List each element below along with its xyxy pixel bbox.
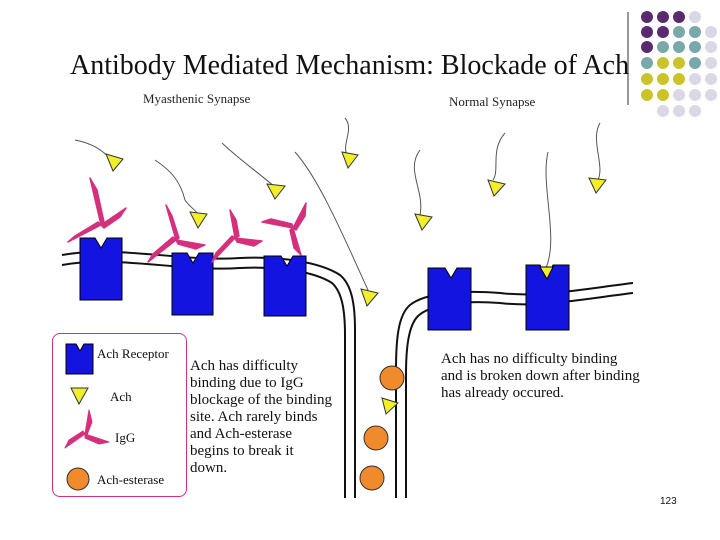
ach-esterase-icon: [66, 467, 90, 491]
normal-synapse-label: Normal Synapse: [449, 94, 536, 109]
ach-molecule: [588, 177, 607, 194]
page-number: 123: [660, 496, 677, 507]
ach-esterase: [379, 365, 405, 391]
ach-molecule: [189, 211, 208, 230]
ach-receptor: [263, 255, 307, 317]
ach-molecule: [414, 213, 433, 231]
igg-icon: [64, 409, 110, 449]
ach-receptor: [79, 237, 123, 301]
page-title: Antibody Mediated Mechanism: Blockade of…: [70, 50, 630, 81]
ach-icon: [70, 387, 89, 406]
myasthenic-description: Ach has difficulty binding due to IgG bl…: [190, 358, 342, 477]
ach-receptors-myasthenic: [79, 237, 307, 317]
legend-igg-label: IgG: [115, 430, 136, 445]
ach-esterase: [359, 465, 385, 491]
ach-molecule: [341, 151, 359, 170]
ach-molecule: [360, 288, 379, 307]
igg-antibody: [67, 177, 127, 243]
igg-antibody: [147, 204, 206, 263]
bound-ach: [539, 266, 554, 281]
ach-esterase-molecules: [359, 365, 405, 491]
igg-antibodies: [67, 177, 307, 263]
legend-box: Ach Receptor Ach IgG Ach-esterase: [52, 333, 187, 497]
legend-icons: [64, 343, 110, 491]
ach-molecules: [105, 151, 607, 415]
ach-receptor: [427, 267, 472, 331]
ach-esterase: [363, 425, 389, 451]
ach-molecule: [266, 183, 286, 200]
ach-molecule: [487, 179, 506, 197]
legend-ach-label: Ach: [110, 389, 132, 404]
myasthenic-synapse-label: Myasthenic Synapse: [143, 91, 251, 106]
igg-antibody: [261, 202, 307, 256]
ach-molecule: [105, 153, 124, 172]
igg-antibody: [211, 209, 263, 263]
decorative-dot-grid: [641, 11, 717, 117]
ach-molecule: [381, 397, 399, 415]
legend-esterase-label: Ach-esterase: [97, 472, 165, 487]
ach-receptor-icon: [65, 343, 94, 375]
normal-description: Ach has no difficulty binding and is bro…: [441, 351, 653, 402]
ach-trails: [74, 117, 601, 291]
ach-receptors-normal: [427, 264, 570, 331]
legend-receptor-label: Ach Receptor: [97, 346, 169, 361]
ach-receptor: [171, 252, 214, 316]
